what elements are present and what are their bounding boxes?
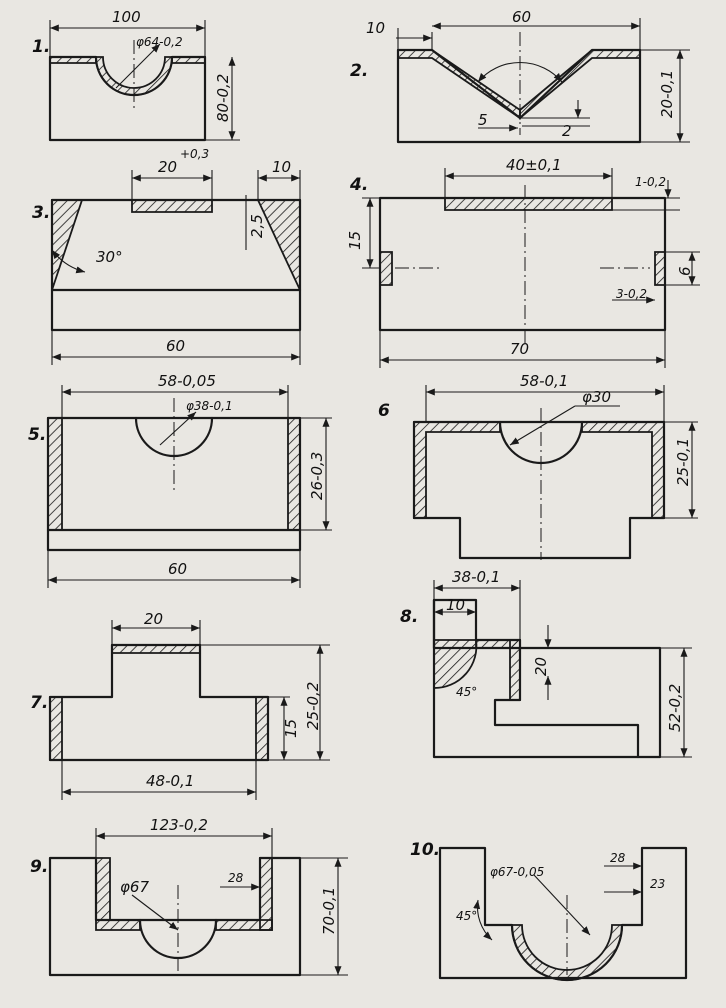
dim-left: 15 <box>346 231 364 250</box>
figure-4: 4. 40±0,1 1-0,2 15 6 3-0,2 70 <box>346 156 700 368</box>
dim-width: 70 <box>510 340 529 358</box>
dim-wall: 28 <box>610 851 626 865</box>
figure-3: 3. 20 +0,3 10 30° 2,5 60 <box>32 147 302 365</box>
figure-5: 5. 58-0,05 φ38-0,1 26-0,3 60 <box>28 372 332 588</box>
figure-number: 6 <box>378 401 390 421</box>
dim-width: 48-0,1 <box>146 772 194 790</box>
dim-height: 25-0,1 <box>674 438 692 486</box>
dim-right: 23 <box>650 877 665 891</box>
dim-depth: 2 <box>562 122 572 140</box>
dim-diameter: φ64-0,2 <box>136 35 183 49</box>
dim-top: 38-0,1 <box>452 568 500 586</box>
figure-number: 4. <box>349 175 368 195</box>
dim-depth: 1-0,2 <box>635 175 666 189</box>
dim-inner: 15 <box>282 719 300 738</box>
figure-number: 7. <box>30 693 48 713</box>
dim-top: 20 <box>144 610 163 628</box>
figure-number: 5. <box>28 425 46 445</box>
dim-step: 20 <box>532 657 550 676</box>
figure-number: 10. <box>410 840 440 860</box>
dim-height: 20-0,1 <box>658 70 676 118</box>
figure-10: 10. φ67-0,05 28 23 45° <box>410 840 688 982</box>
figure-2: 2. 10 60 20-0,1 5 2 <box>350 8 690 144</box>
dim-height: 26-0,3 <box>308 452 326 500</box>
figure-9: 9. 123-0,2 φ67 28 70-0,1 <box>30 816 348 977</box>
dim-right: 6 <box>676 266 694 276</box>
dim-depth: 2,5 <box>248 214 266 238</box>
dim-diameter: φ67 <box>120 878 149 896</box>
dim-height: 70-0,1 <box>320 887 338 935</box>
dim-width: 100 <box>112 8 141 26</box>
dim-height: 25-0,2 <box>304 682 322 730</box>
dim-width: 60 <box>166 337 185 355</box>
dim-top: 123-0,2 <box>150 816 208 834</box>
dim-left: 10 <box>366 19 385 37</box>
dim-right: 10 <box>272 158 291 176</box>
figure-8: 8. 38-0,1 10 20 45° 52-0,2 <box>400 568 692 759</box>
dim-top: 58-0,1 <box>520 372 568 390</box>
dim-bottom: 5 <box>478 111 488 129</box>
dim-height: 52-0,2 <box>666 684 684 732</box>
figure-number: 8. <box>400 607 418 627</box>
dim-angle: 45° <box>456 685 477 699</box>
dim-diameter: φ67-0,05 <box>490 865 544 879</box>
dim-diameter: φ38-0,1 <box>186 399 233 413</box>
dim-slot: 20 <box>158 158 177 176</box>
dim-wall: 28 <box>228 871 244 885</box>
figure-1: 1. 100 φ64-0,2 80-0,2 <box>32 8 240 142</box>
dim-width: 60 <box>168 560 187 578</box>
figure-7: 7. 20 15 25-0,2 48-0,1 <box>30 610 330 800</box>
dim-top: 40±0,1 <box>506 156 562 174</box>
dim-slot-tolerance: +0,3 <box>180 147 209 161</box>
dim-angle: 30° <box>96 248 123 266</box>
figure-number: 2. <box>350 61 368 81</box>
dim-width: 60 <box>512 8 531 26</box>
figure-6: 6 58-0,1 φ30 25-0,1 <box>378 372 698 560</box>
dim-height: 80-0,2 <box>214 74 232 122</box>
figure-number: 9. <box>30 857 48 877</box>
dim-groove: 3-0,2 <box>616 287 647 301</box>
dim-diameter: φ30 <box>582 388 611 406</box>
figure-number: 1. <box>32 37 50 57</box>
dim-angle: 45° <box>456 909 477 923</box>
dim-left: 10 <box>446 596 465 614</box>
dim-top: 58-0,05 <box>158 372 216 390</box>
figure-number: 3. <box>32 203 50 223</box>
